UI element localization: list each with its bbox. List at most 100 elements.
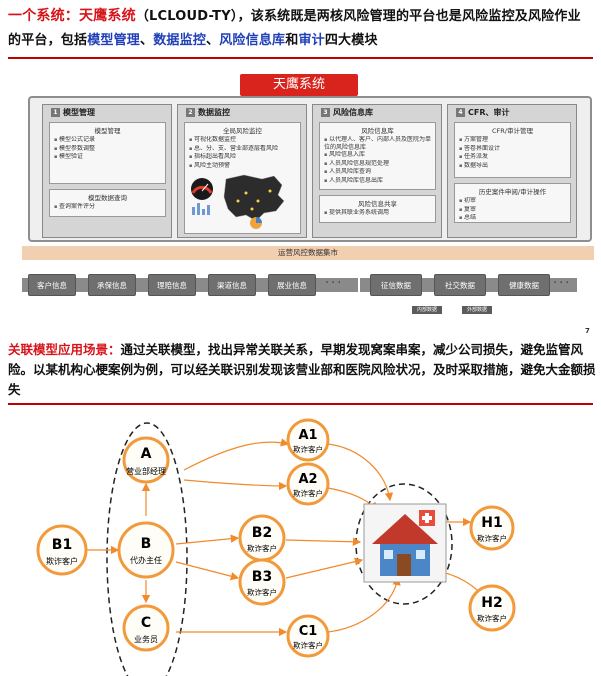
list-item: 任务派发 [459, 153, 570, 162]
module-title: 模型管理 [63, 108, 95, 117]
node-id: B [141, 536, 152, 552]
list-item: 模型参数调整 [54, 145, 165, 154]
data-mart-band: 运营风控数据集市 [22, 246, 594, 260]
node-label: 代办主任 [130, 555, 162, 565]
sub-box-list: 初审 复审 总结 [455, 196, 570, 223]
node-id: B2 [252, 525, 272, 541]
node-H2: H2 欺诈客户 [468, 584, 516, 632]
sub-box-title: 风险信息库 [361, 127, 394, 135]
source-sales-info: 展业信息 [268, 274, 316, 296]
hospital-ellipse [355, 483, 453, 605]
arrow-a-to-a1 [183, 438, 290, 471]
heading-lead: 一个系统：天鹰系统 [8, 8, 136, 24]
list-item: 方案管理 [459, 136, 570, 145]
list-item: 指标超出看风险 [189, 153, 300, 162]
module-header: 3 风险信息库 [313, 105, 441, 120]
list-item: 数据导出 [459, 162, 570, 171]
node-label: 欺诈客户 [46, 556, 78, 566]
list-item: 总结 [459, 214, 570, 223]
page-number: 7 [585, 327, 590, 335]
arrow-c1-to-hospital [327, 576, 401, 633]
node-id: B1 [52, 537, 72, 553]
model-query-box: 模型数据查询 查询案件评分 [49, 189, 166, 217]
node-label: 欺诈客户 [477, 613, 507, 623]
sub-box-title: 历史案件申阅/审计操作 [478, 188, 547, 196]
node-B1: B1 欺诈客户 [36, 524, 88, 576]
node-H1: H1 欺诈客户 [469, 505, 515, 551]
heading-divider [8, 57, 593, 59]
node-label: 欺诈客户 [293, 640, 323, 650]
module-cfr-audit: 4 CFR、审计 CFR/审计管理 方案管理 答卷界面设计 任务派发 数据导出 … [447, 104, 577, 238]
arrow-b3-to-hospital [285, 557, 364, 579]
module-data-monitoring: 2 数据监控 全局风险监控 可视化数据监控 总、分、支、营业部逐层看风险 指标超… [177, 104, 307, 238]
module-title: CFR、审计 [468, 108, 510, 117]
list-item: 复审 [459, 206, 570, 215]
module-number-badge: 1 [51, 108, 60, 117]
module-number-badge: 2 [186, 108, 195, 117]
module-risk-database: 3 风险信息库 风险信息库 以代理人、客户、内部人员及医院为单位的风险信息库 风… [312, 104, 442, 238]
list-item: 总、分、支、营业部逐层看风险 [189, 145, 300, 154]
agent-group-ellipse [106, 422, 188, 676]
node-A: A 营业部经理 [122, 436, 170, 484]
node-id: C1 [299, 624, 318, 639]
sub-box-title: 模型数据查询 [88, 194, 127, 202]
source-customer-info: 客户信息 [28, 274, 76, 296]
system-heading: 一个系统：天鹰系统（LCLOUD-TY），该系统既是两核风险管理的平台也是风险监… [8, 4, 593, 53]
list-item: 风险信息入库 [324, 151, 433, 160]
list-item: 风险主动预警 [189, 162, 300, 171]
legend-internal-data: 内部数据 [412, 306, 442, 314]
arrow-a1-to-hospital [327, 443, 394, 502]
heading-body: 通过关联模型，找出异常关联关系，早期发现窝案串案，减少公司损失，避免监管风险。以… [8, 342, 596, 397]
node-label: 营业部经理 [126, 466, 166, 476]
list-item: 人员风险库查询 [324, 168, 433, 177]
sub-box-title: 模型管理 [94, 127, 121, 135]
heading-conj: 和 [285, 33, 299, 48]
node-id: C [141, 615, 151, 631]
sub-box-list: 查询案件评分 [50, 202, 165, 212]
arrow-a-to-a2 [183, 479, 288, 491]
heading-lead: 关联模型应用场景： [8, 342, 121, 357]
sub-box-list: 模型公式记录 模型参数调整 模型验证 [50, 135, 165, 162]
slide-system-overview: 一个系统：天鹰系统（LCLOUD-TY），该系统既是两核风险管理的平台也是风险监… [0, 0, 601, 338]
node-B3: B3 欺诈客户 [238, 558, 286, 606]
module-title: 数据监控 [198, 108, 230, 117]
module-header: 2 数据监控 [178, 105, 306, 120]
external-more-dots: ··· [553, 276, 572, 291]
module-title: 风险信息库 [333, 108, 373, 117]
list-item: 人员风险库信息出库 [324, 177, 433, 186]
heading-sep2: 、 [206, 33, 220, 48]
global-monitor-box: 全局风险监控 可视化数据监控 总、分、支、营业部逐层看风险 指标超出看风险 风险… [184, 122, 301, 234]
node-A2: A2 欺诈客户 [286, 462, 330, 506]
source-channel-info: 渠道信息 [208, 274, 256, 296]
list-item: 提供其联业务系统调用 [324, 209, 435, 218]
dashboard-thumbnail [191, 174, 285, 229]
association-diagram: A 营业部经理 B 代办主任 C 业务员 B1 欺诈客户 A1 欺诈客户 A2 … [36, 418, 516, 676]
module-number-badge: 3 [321, 108, 330, 117]
node-label: 欺诈客户 [293, 488, 323, 498]
heading-sep1: 、 [140, 33, 154, 48]
hospital-icon [363, 503, 447, 583]
node-label: 欺诈客户 [247, 587, 277, 597]
node-id: H2 [481, 595, 502, 611]
heading-mod1: 模型管理 [87, 33, 141, 48]
list-item: 模型公式记录 [54, 136, 165, 145]
node-B2: B2 欺诈客户 [238, 514, 286, 562]
china-map-icon [223, 174, 285, 222]
node-id: B3 [252, 569, 272, 585]
node-label: 欺诈客户 [293, 444, 323, 454]
source-health-data: 健康数据 [498, 274, 550, 296]
sub-box-title: 风险信息共享 [358, 200, 397, 208]
heading-mod4: 审计 [298, 33, 325, 48]
arrow-b2-to-hospital [285, 537, 362, 547]
heading-mod2: 数据监控 [153, 33, 207, 48]
source-social-data: 社交数据 [434, 274, 486, 296]
heading-part1: （LCLOUD-TY），该系统既是两核风险管理的平台也是风险监控及风险作业的平台… [8, 9, 581, 48]
sub-box-list: 以代理人、客户、内部人员及医院为单位的风险信息库 风险信息入库 人员风险信息规范… [320, 135, 435, 185]
source-claims-info: 理赔信息 [148, 274, 196, 296]
source-credit-data: 征信数据 [370, 274, 422, 296]
node-label: 欺诈客户 [247, 543, 277, 553]
module-header: 1 模型管理 [43, 105, 171, 120]
list-item: 查询案件评分 [54, 203, 165, 212]
relation-arrows [86, 438, 487, 637]
node-id: A [141, 446, 152, 462]
